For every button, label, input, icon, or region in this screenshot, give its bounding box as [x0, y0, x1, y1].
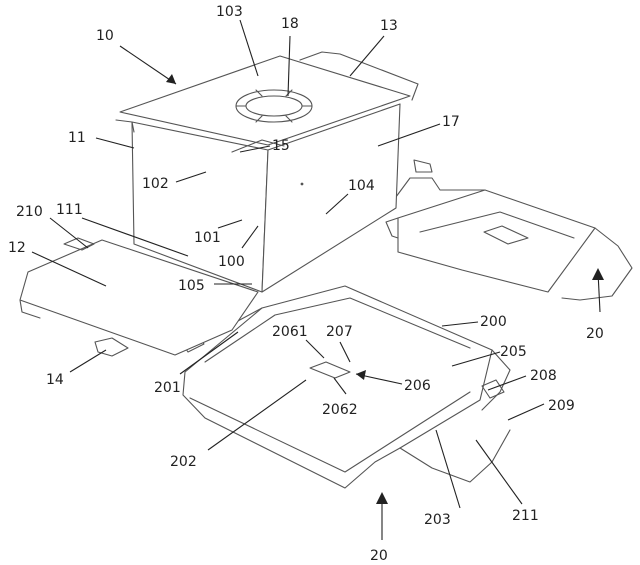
leader-14 — [69, 349, 107, 373]
ref-111: 111 — [56, 202, 83, 218]
rear-blank-handle — [483, 225, 529, 245]
leader-210 — [49, 217, 89, 249]
front-blank-fold-1 — [204, 297, 471, 363]
rear-blank-flap-top — [389, 177, 486, 206]
rear-blank — [385, 159, 633, 301]
leader-101 — [217, 219, 243, 229]
reference-labels: 10 103 18 13 11 15 17 102 104 210 111 12… — [8, 4, 604, 564]
box-top-face — [119, 55, 411, 146]
ref-211: 211 — [512, 508, 539, 524]
leader-11 — [95, 137, 135, 149]
front-blank — [179, 285, 511, 489]
leader-207 — [339, 341, 351, 363]
ref-201: 201 — [154, 380, 181, 396]
ref-103: 103 — [216, 4, 243, 20]
rear-blank-flap-left — [385, 217, 399, 239]
arrowhead-20b — [376, 492, 388, 504]
ref-13: 13 — [380, 18, 398, 34]
ref-208: 208 — [530, 368, 557, 384]
leader-100 — [241, 225, 259, 249]
ref-2061: 2061 — [272, 324, 308, 340]
ref-209: 209 — [548, 398, 575, 414]
ref-205: 205 — [500, 344, 527, 360]
box-tuck-flap — [231, 139, 285, 153]
leader-209 — [507, 403, 545, 421]
ref-202: 202 — [170, 454, 197, 470]
left-flap-corner — [19, 299, 41, 319]
leader-102 — [175, 171, 207, 183]
leader-203 — [435, 429, 461, 509]
front-blank-fold-2 — [189, 391, 471, 473]
ref-100: 100 — [218, 254, 245, 270]
ref-10: 10 — [96, 28, 114, 44]
ref-14: 14 — [46, 372, 64, 388]
box-right-face — [261, 103, 401, 293]
rear-blank-panel — [397, 189, 596, 293]
front-blank-tab-right — [481, 379, 505, 399]
ref-210: 210 — [16, 204, 43, 220]
rear-blank-tab — [413, 159, 433, 173]
leader-lines — [31, 19, 604, 540]
leader-2061 — [305, 339, 325, 359]
ref-17: 17 — [442, 114, 460, 130]
folded-box — [115, 51, 419, 293]
box-top-flap — [299, 51, 419, 101]
front-blank-slot — [309, 361, 351, 379]
rear-blank-flap-right — [561, 227, 633, 301]
ref-200: 200 — [480, 314, 507, 330]
ref-104: 104 — [348, 178, 375, 194]
leader-103 — [239, 19, 259, 77]
ref-2062: 2062 — [322, 402, 358, 418]
arrowhead-206 — [356, 370, 366, 380]
leader-111 — [81, 217, 189, 257]
leader-15 — [239, 145, 271, 153]
ref-101: 101 — [194, 230, 221, 246]
box-mark — [300, 182, 304, 186]
ref-206: 206 — [404, 378, 431, 394]
ref-20-right: 20 — [586, 326, 604, 342]
ref-12: 12 — [8, 240, 26, 256]
leader-201 — [179, 331, 239, 375]
box-side-tab — [115, 119, 135, 133]
leader-208 — [487, 375, 527, 391]
leader-18 — [287, 35, 291, 97]
leader-12 — [31, 251, 107, 287]
ref-20-bottom: 20 — [370, 548, 388, 564]
arrowhead-20a — [592, 268, 604, 280]
leader-211 — [475, 439, 523, 505]
front-blank-flap-lower — [399, 429, 511, 483]
ref-102: 102 — [142, 176, 169, 192]
ref-105: 105 — [178, 278, 205, 294]
leader-202 — [207, 379, 307, 451]
arrowhead-10 — [166, 74, 176, 84]
leader-104 — [325, 193, 349, 215]
ref-207: 207 — [326, 324, 353, 340]
leader-2062 — [333, 377, 347, 395]
leader-13 — [349, 35, 385, 77]
ref-18: 18 — [281, 16, 299, 32]
front-blank-flap-right — [481, 349, 511, 411]
leader-205 — [451, 351, 501, 367]
ref-203: 203 — [424, 512, 451, 528]
left-flap-tab-top — [63, 237, 95, 251]
ref-11: 11 — [68, 130, 86, 146]
leader-17 — [377, 123, 441, 147]
box-window-segments — [235, 89, 313, 123]
leader-200 — [441, 321, 479, 327]
left-flap-tab-bottom — [94, 337, 129, 357]
left-flap — [19, 237, 259, 357]
ref-15: 15 — [272, 138, 290, 154]
rear-blank-crease — [419, 211, 575, 239]
leader-10 — [119, 45, 177, 85]
